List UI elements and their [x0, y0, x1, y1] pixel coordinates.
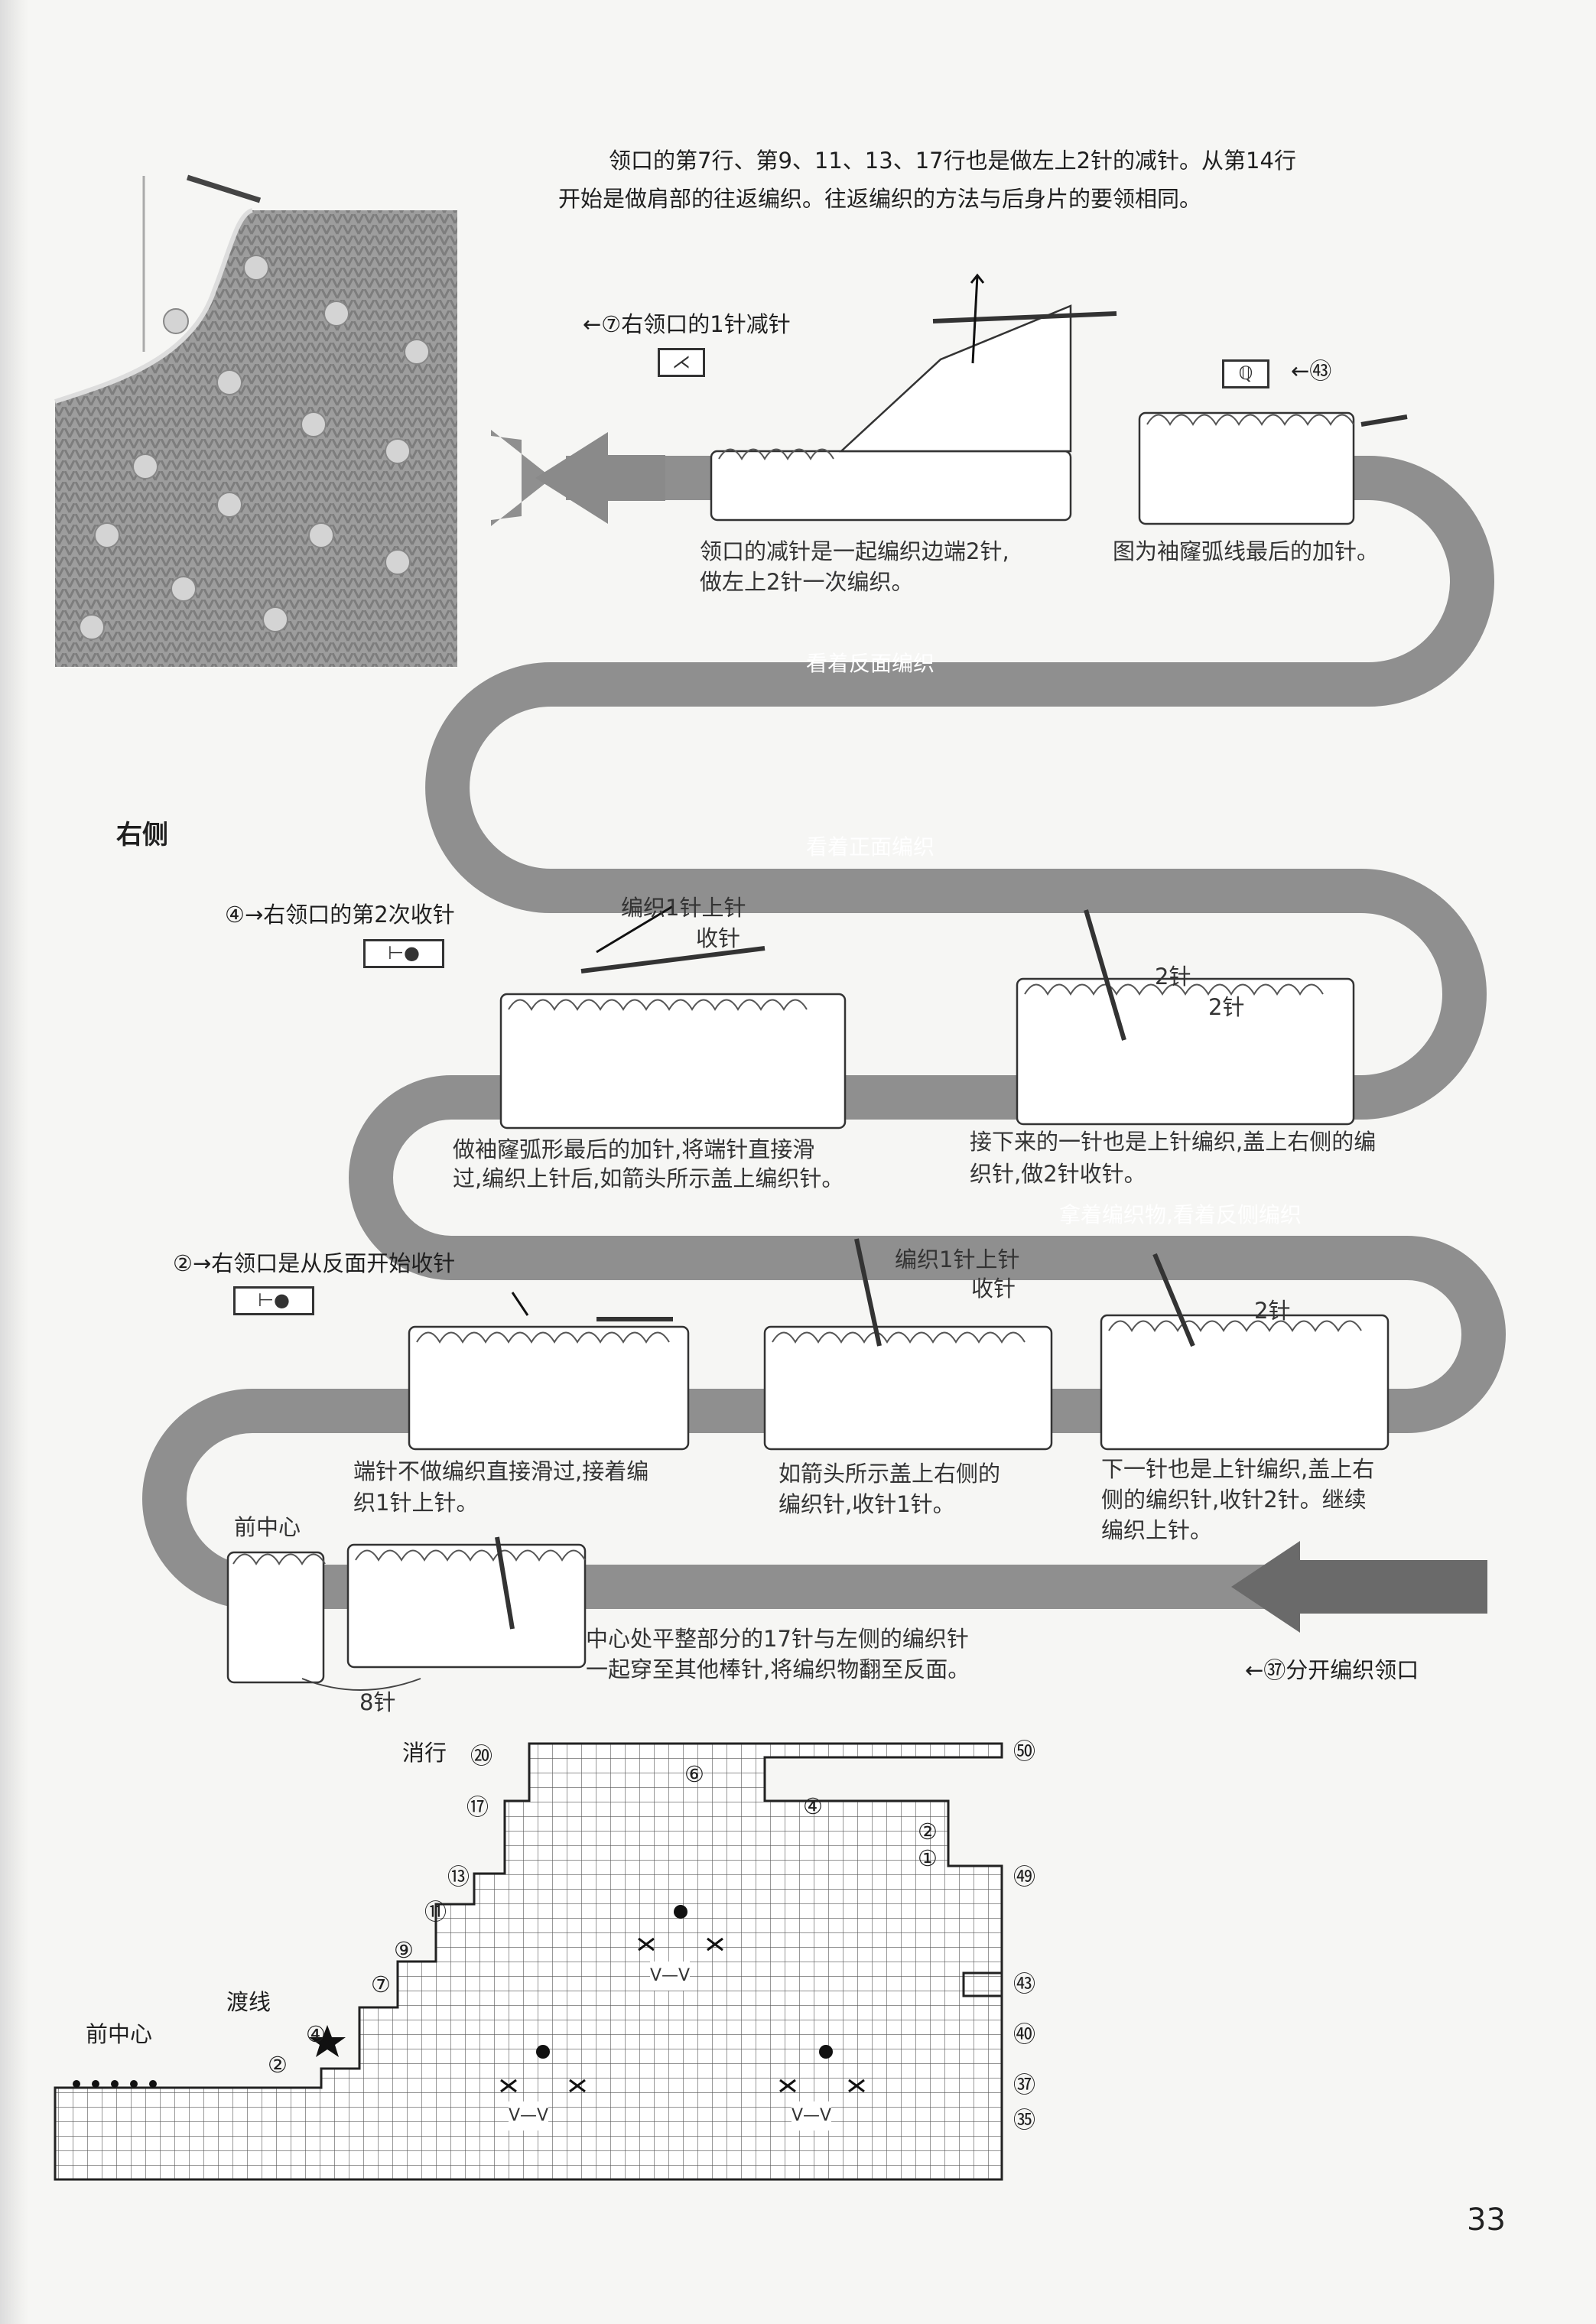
intro-line-2: 开始是做肩部的往返编织。往返编织的方法与后身片的要领相同。: [558, 186, 1202, 212]
v-mark-2: V—V: [509, 2101, 549, 2131]
v-mark-3: V—V: [791, 2101, 832, 2131]
bobble-motifs: [79, 255, 430, 640]
row-left-5: ⑦: [371, 1971, 391, 1997]
page-number: 33: [1467, 2202, 1506, 2238]
row-right-4: ㊲: [1013, 2072, 1036, 2098]
row-right-3: ㊵: [1013, 2021, 1036, 2047]
row-mid-3: ①: [918, 1845, 938, 1871]
intro-line-1: 领口的第7行、第9、11、13、17行也是做左上2针的减针。从第14行: [609, 148, 1296, 174]
row-right-1: ㊾: [1013, 1864, 1036, 1890]
step7-symbol: ⋌: [658, 348, 705, 377]
stitch-illustrations: [226, 304, 1390, 1684]
row-mid-0: ⑥: [684, 1761, 704, 1787]
chart-dots: [73, 1905, 833, 2088]
row-right-2: ㊸: [1013, 1971, 1036, 1997]
arrow-head-top-left: [535, 432, 665, 524]
annot-purl1-b: 编织1针上针: [895, 1247, 1020, 1273]
row-left-6: ④: [306, 2021, 326, 2047]
annot-eight: 8针: [359, 1689, 396, 1715]
knitting-needle-icon: [186, 174, 262, 203]
step43-symbol: ℚ: [1222, 359, 1269, 388]
caption-a-2: 过,编织上针后,如箭头所示盖上编织针。: [453, 1165, 844, 1191]
row-left-3: ⑪: [424, 1899, 447, 1925]
book-spine-shadow: [0, 0, 29, 2324]
v-mark-1: V—V: [650, 1962, 691, 1991]
step43-label: ←㊸: [1291, 358, 1332, 384]
row-right-0: ㊿: [1013, 1738, 1036, 1764]
row-left-1: ⑰: [466, 1794, 489, 1820]
needle-icons: [495, 311, 1408, 1630]
row-mid-1: ④: [803, 1793, 823, 1819]
step4-label: ④→右领口的第2次收针: [225, 902, 455, 928]
caption-e-3: 编织上针。: [1101, 1517, 1213, 1543]
caption-c-2: 织1针上针。: [353, 1490, 479, 1516]
caption-d-2: 编织针,收针1针。: [778, 1491, 955, 1517]
row-left-0: ⑳: [470, 1743, 493, 1769]
eight-stitch-bracket: [301, 1678, 421, 1691]
band-wrong-side-2: 拿着编织物,看着反侧编织: [1059, 1202, 1302, 1227]
chart-xiaoxing: 消行: [402, 1740, 447, 1766]
caption-dec-1: 领口的减针是一起编织边端2针,: [700, 538, 1009, 564]
annot-two-a: 2针: [1155, 964, 1191, 990]
caption-c-1: 端针不做编织直接滑过,接着编: [353, 1458, 649, 1484]
step2-label: ②→右领口是从反面开始收针: [173, 1250, 456, 1276]
annot-bind-a: 收针: [696, 925, 741, 951]
band-wrong-side-1: 看着反面编织: [806, 651, 935, 676]
caption-d-1: 如箭头所示盖上右侧的: [778, 1461, 1001, 1487]
caption-a-1: 做袖窿弧形最后的加针,将端针直接滑: [453, 1136, 815, 1162]
step2-symbol: ⊢●: [233, 1286, 314, 1315]
caption-e-1: 下一针也是上针编织,盖上右: [1101, 1456, 1375, 1482]
row-left-7: ②: [268, 2052, 288, 2078]
side-heading: 右侧: [116, 820, 168, 850]
step7-label: ←⑦右领口的1针减针: [583, 311, 791, 337]
step4-symbol: ⊢●: [363, 939, 444, 968]
arrow-start-right: [1231, 1541, 1487, 1633]
stitch-loops: [232, 414, 1362, 1565]
caption-b-1: 接下来的一针也是上针编织,盖上右侧的编: [970, 1129, 1377, 1155]
annot-two-c: 2针: [1254, 1298, 1291, 1324]
band-right-side: 看着正面编织: [806, 834, 935, 860]
star-icon: [309, 2025, 346, 2057]
chart-duxian: 渡线: [226, 1989, 271, 2015]
row-right-5: ㉟: [1013, 2107, 1036, 2133]
annot-two-b: 2针: [1208, 994, 1245, 1020]
step37-label: ←㊲分开编织领口: [1245, 1657, 1419, 1683]
annot-front-center: 前中心: [234, 1514, 301, 1540]
caption-e-2: 侧的编织针,收针2针。继续: [1101, 1487, 1367, 1513]
row-mid-2: ②: [918, 1819, 938, 1845]
caption-inc: 图为袖窿弧线最后的加针。: [1113, 538, 1380, 564]
chart-front-center: 前中心: [86, 2021, 153, 2047]
arrow-left-top: [491, 430, 552, 526]
row-left-4: ⑨: [394, 1937, 414, 1963]
annot-bind-b: 收针: [971, 1276, 1016, 1302]
caption-dec-2: 做左上2针一次编织。: [700, 569, 914, 595]
chart-cross-marks: [500, 1937, 865, 2093]
knitting-photo: [54, 174, 457, 667]
annot-purl1-a: 编织1针上针: [621, 895, 746, 921]
chart-grid: [54, 1742, 1003, 2181]
caption-b-2: 织针,做2针收针。: [970, 1161, 1146, 1187]
caption-f-2: 一起穿至其他棒针,将编织物翻至反面。: [586, 1656, 970, 1682]
annotation-arrows: [511, 273, 985, 1316]
caption-f-1: 中心处平整部分的17针与左侧的编织针: [586, 1626, 969, 1652]
row-left-2: ⑬: [447, 1864, 470, 1890]
